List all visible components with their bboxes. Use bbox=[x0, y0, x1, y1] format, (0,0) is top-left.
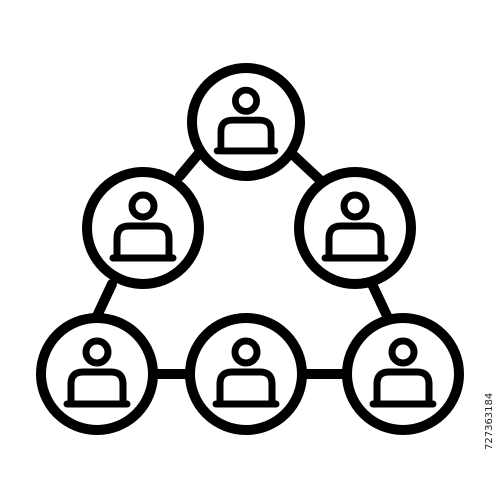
person-icon bbox=[369, 337, 437, 408]
connector-upper-left-bottom-left bbox=[92, 279, 117, 321]
person-node-bottom-center bbox=[185, 313, 307, 435]
person-body bbox=[325, 222, 385, 262]
person-node-bottom-left bbox=[36, 313, 158, 435]
person-head bbox=[340, 191, 370, 221]
person-node-upper-left bbox=[82, 167, 204, 289]
person-head bbox=[128, 191, 158, 221]
connector-upper-right-bottom-right bbox=[367, 279, 393, 323]
person-icon bbox=[109, 191, 177, 262]
person-icon bbox=[63, 337, 131, 408]
person-icon bbox=[212, 337, 280, 408]
person-body bbox=[216, 368, 276, 408]
person-body bbox=[373, 368, 433, 408]
person-node-bottom-right bbox=[342, 313, 464, 435]
connector-top-upper-right bbox=[285, 147, 325, 185]
person-nodes bbox=[36, 63, 464, 435]
person-body bbox=[113, 222, 173, 262]
person-node-top bbox=[187, 63, 305, 181]
person-icon bbox=[321, 191, 389, 262]
person-body bbox=[67, 368, 127, 408]
person-head bbox=[232, 86, 260, 115]
person-body bbox=[217, 116, 275, 155]
person-head bbox=[82, 337, 112, 367]
connection-lines bbox=[92, 147, 393, 379]
person-head bbox=[231, 337, 261, 367]
person-node-upper-right bbox=[294, 167, 416, 289]
person-icon bbox=[213, 86, 279, 155]
person-head bbox=[388, 337, 418, 367]
stock-id-watermark: 727363184 bbox=[484, 392, 495, 450]
connector-top-upper-left bbox=[175, 147, 205, 181]
